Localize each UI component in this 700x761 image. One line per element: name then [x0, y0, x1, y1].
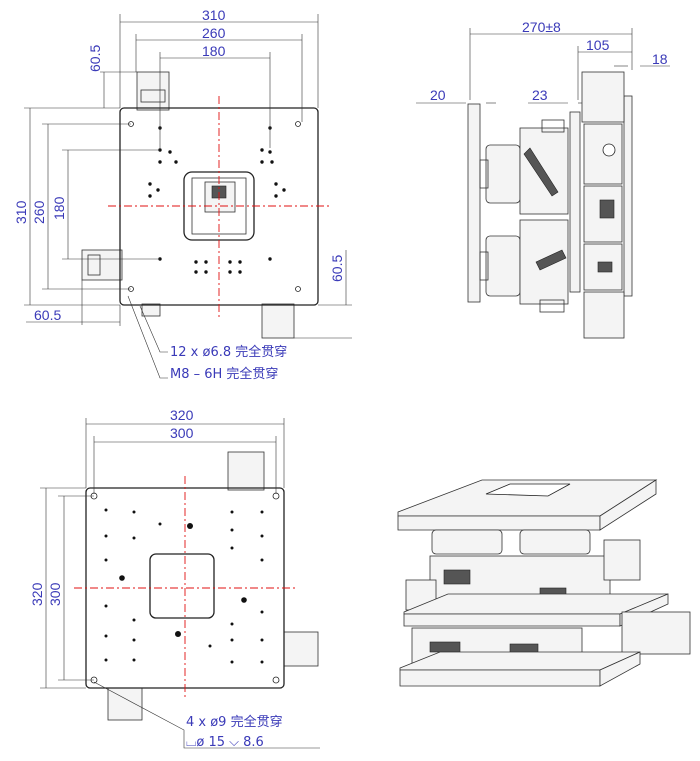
dim-side-20: 20: [430, 87, 446, 103]
dim-left-180: 180: [51, 196, 67, 220]
dim-bottom-320: 320: [170, 407, 194, 423]
side-cylinder-lower: [485, 235, 521, 297]
dim-bottom-left-320: 320: [29, 582, 45, 606]
dim-left-310: 310: [13, 200, 29, 224]
bottom-motor-bottom: [107, 687, 143, 721]
side-left-plate: [467, 103, 481, 303]
bottom-view: [40, 418, 320, 749]
dim-bottom-60-5: 60.5: [34, 307, 61, 323]
dim-top-60-5: 60.5: [87, 45, 103, 72]
dim-side-105: 105: [586, 37, 610, 53]
note-bottom-holes: 4 x ø9 完全贯穿: [186, 714, 283, 730]
note-through-holes: 12 x ø6.8 完全贯穿: [170, 344, 287, 360]
dim-right-60-5: 60.5: [329, 255, 345, 282]
top-motor-top: [136, 71, 170, 111]
side-right-plate: [623, 95, 633, 297]
note-counterbore: ⌴ø 15 ⌵ 8.6: [186, 735, 264, 750]
bottom-center-window: [149, 553, 215, 619]
dim-top-180: 180: [202, 43, 226, 59]
side-view: [416, 28, 670, 339]
iso-bottom-plate: [399, 651, 641, 671]
dim-bottom-left-300: 300: [47, 582, 63, 606]
dim-side-23: 23: [532, 87, 548, 103]
dim-bottom-300: 300: [170, 425, 194, 441]
isometric-view: [397, 479, 691, 687]
note-thread: M8 – 6H 完全贯穿: [170, 366, 278, 382]
dim-top-260: 260: [202, 25, 226, 41]
side-cylinder-upper: [485, 144, 521, 204]
bottom-motor-right: [283, 631, 319, 667]
top-motor-bottom: [261, 303, 295, 339]
dim-top-310: 310: [202, 7, 226, 23]
dim-left-260: 260: [31, 200, 47, 224]
top-view: [24, 14, 352, 379]
side-middle-plate: [569, 111, 581, 293]
bottom-motor-top: [227, 451, 265, 491]
dim-side-18: 18: [652, 51, 668, 67]
dim-side-overall: 270±8: [522, 19, 561, 35]
